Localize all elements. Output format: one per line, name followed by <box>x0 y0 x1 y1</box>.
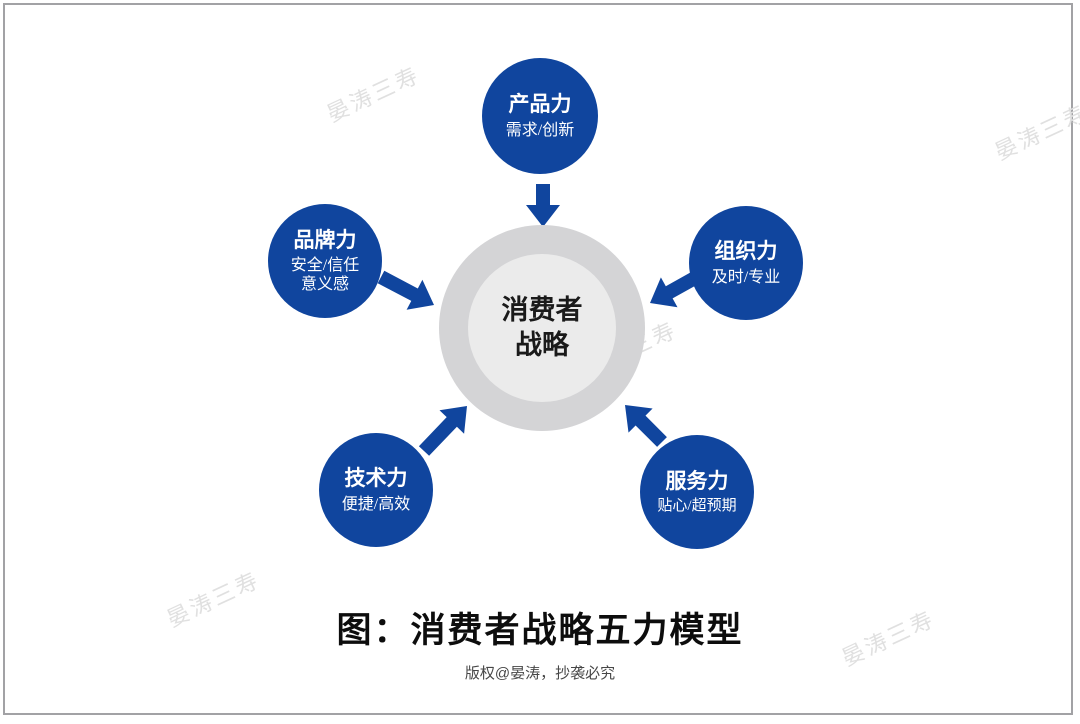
force-subtitle: 需求/创新 <box>505 121 575 139</box>
force-subtitle: 贴心/超预期 <box>657 498 737 515</box>
arrow-brand-to-center <box>377 270 434 310</box>
arrow-product-to-center <box>526 184 560 227</box>
arrow-technology-to-center <box>418 406 467 456</box>
force-circle-technology: 技术力 便捷/高效 <box>319 433 433 547</box>
center-label-line1: 消费者 <box>501 294 583 325</box>
force-circle-organization: 组织力 及时/专业 <box>689 206 803 320</box>
center-label: 消费者 战略 <box>502 293 583 363</box>
force-circle-product: 产品力 需求/创新 <box>482 58 598 174</box>
force-title: 服务力 <box>665 469 729 493</box>
force-circle-service: 服务力 贴心/超预期 <box>640 435 754 549</box>
force-title: 组织力 <box>714 240 778 264</box>
copyright-notice: 版权@晏涛，抄袭必究 <box>464 665 616 682</box>
force-subtitle: 便捷/高效 <box>341 495 411 513</box>
force-title: 技术力 <box>344 467 408 491</box>
force-subtitle-line2: 意义感 <box>300 276 349 294</box>
force-title: 产品力 <box>508 93 572 117</box>
force-title: 品牌力 <box>293 228 357 252</box>
force-circle-brand: 品牌力 安全/信任 意义感 <box>268 204 382 318</box>
force-subtitle: 及时/专业 <box>711 268 781 286</box>
center-label-line2: 战略 <box>515 330 569 360</box>
force-subtitle: 安全/信任 <box>290 256 360 274</box>
figure-title: 图：消费者战略五力模型 <box>336 611 744 650</box>
arrow-service-to-center <box>625 405 667 447</box>
center-circle-inner: 消费者 战略 <box>468 254 616 402</box>
center-circle-outer: 消费者 战略 <box>439 225 645 431</box>
